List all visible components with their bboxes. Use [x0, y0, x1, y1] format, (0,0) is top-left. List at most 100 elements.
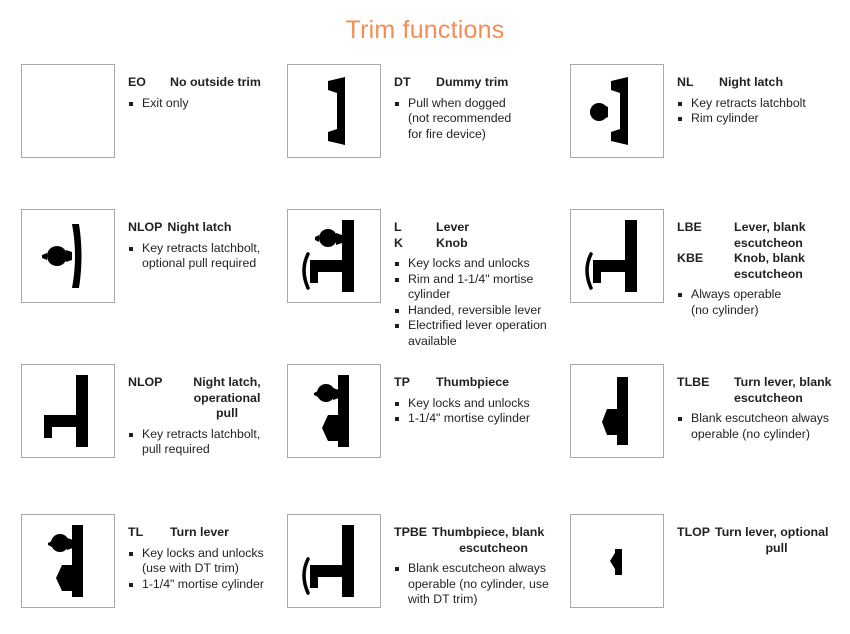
- trim-bullet-list: Key locks and unlocks 1-1/4" mortise cyl…: [394, 396, 566, 427]
- trim-item-headings: EO No outside trim: [128, 75, 283, 91]
- trim-name: No outside trim: [170, 75, 261, 89]
- trim-item-text: NLOP Night latch Key retracts latchbolt,…: [115, 209, 283, 272]
- trim-item-text: EO No outside trim Exit only: [115, 64, 283, 111]
- trim-name: Knob: [436, 235, 468, 250]
- trim-code: [394, 541, 451, 557]
- list-item: Always operable (no cylinder): [677, 287, 849, 318]
- trim-bullet-list: Blank escutcheon always operable (no cyl…: [394, 561, 566, 608]
- trim-name: operational pull: [193, 390, 261, 421]
- trim-item-dt: DT Dummy trim Pull when dogged (not reco…: [283, 64, 566, 158]
- list-item-line: Blank escutcheon always: [691, 411, 830, 425]
- trim-item-text: TLBE Turn lever, blank escutcheon Blank …: [664, 364, 849, 442]
- trim-code: TLBE: [677, 375, 710, 389]
- trim-code: DT: [394, 75, 411, 89]
- trim-name: escutcheon: [734, 390, 803, 405]
- list-item-line: Pull when dogged: [408, 95, 506, 110]
- trim-code: L: [394, 220, 402, 234]
- turn-lever-optional-pull-icon: [570, 514, 664, 608]
- trim-item-headings: TLOP Turn lever, optional pull: [677, 525, 849, 556]
- trim-item-headings: LBE Lever, blank escutcheon KBE Knob, bl…: [677, 220, 849, 282]
- list-item: Blank escutcheon always operable (no cyl…: [677, 411, 849, 442]
- trim-code-line: escutcheon: [677, 267, 849, 283]
- trim-code: NLOP: [128, 375, 163, 389]
- list-item-line: (use with DT trim): [142, 561, 239, 576]
- trim-item-tlbe: TLBE Turn lever, blank escutcheon Blank …: [566, 364, 849, 458]
- trim-row-1: EO No outside trim Exit only DT: [0, 64, 850, 209]
- trim-item-tl: TL Turn lever Key locks and unlocks (use…: [0, 514, 283, 608]
- trim-code-line: TLOP Turn lever, optional: [677, 525, 849, 541]
- trim-bullet-list: Key retracts latchbolt, pull required: [128, 427, 283, 458]
- trim-code: EO: [128, 75, 146, 89]
- trim-bullet-list: Key retracts latchbolt Rim cylinder: [677, 96, 849, 127]
- list-item: Key locks and unlocks (use with DT trim): [128, 546, 283, 577]
- list-item: Key retracts latchbolt, optional pull re…: [128, 241, 283, 272]
- trim-code-line: pull: [677, 541, 849, 557]
- trim-name: Night latch: [167, 220, 232, 234]
- trim-code-line: TLBE Turn lever, blank: [677, 375, 849, 391]
- trim-functions-grid: EO No outside trim Exit only DT: [0, 56, 850, 634]
- trim-code-line: L Lever: [394, 220, 566, 236]
- trim-item-tlop: TLOP Turn lever, optional pull: [566, 514, 849, 608]
- trim-item-text: NL Night latch Key retracts latchbolt Ri…: [664, 64, 849, 127]
- list-item: Pull when dogged (not recommended for fi…: [394, 96, 566, 143]
- list-item-line: optional pull required: [142, 256, 257, 271]
- trim-item-headings: TP Thumbpiece: [394, 375, 566, 391]
- trim-bullet-list: Pull when dogged (not recommended for fi…: [394, 96, 566, 143]
- trim-item-headings: NLOP Night latch: [128, 220, 283, 236]
- trim-code: [677, 391, 734, 407]
- trim-row-3: NLOP Night latch, operational pull Key r…: [0, 364, 850, 514]
- trim-item-headings: L Lever K Knob: [394, 220, 566, 251]
- list-item-line: (not recommended: [408, 111, 512, 126]
- list-item-line: operable (no cylinder): [691, 426, 810, 441]
- trim-code: KBE: [677, 251, 704, 265]
- trim-item-lever-knob: L Lever K Knob Key locks and unlocks Rim…: [283, 209, 566, 350]
- turn-lever-icon: [21, 514, 115, 608]
- trim-code: TLOP: [677, 525, 711, 539]
- trim-name: Lever, blank: [734, 220, 806, 234]
- list-item: Key locks and unlocks: [394, 396, 566, 412]
- list-item: 1-1/4" mortise cylinder: [128, 577, 283, 593]
- list-item: Key locks and unlocks: [394, 256, 566, 272]
- trim-code-line: NLOP Night latch: [128, 220, 283, 236]
- trim-code-line: DT Dummy trim: [394, 75, 566, 91]
- trim-bullet-list: Key locks and unlocks Rim and 1-1/4" mor…: [394, 256, 566, 350]
- trim-code: NL: [677, 75, 694, 89]
- trim-code: [677, 236, 734, 252]
- trim-code: TPBE: [394, 525, 428, 539]
- thumbpiece-blank-escutcheon-icon: [287, 514, 381, 608]
- turn-lever-blank-escutcheon-icon: [570, 364, 664, 458]
- night-latch-operational-pull-icon: [21, 364, 115, 458]
- list-item: Blank escutcheon always operable (no cyl…: [394, 561, 566, 608]
- trim-code-line: KBE Knob, blank: [677, 251, 849, 267]
- trim-code-line: operational pull: [128, 391, 283, 422]
- trim-item-lbe-kbe: LBE Lever, blank escutcheon KBE Knob, bl…: [566, 209, 849, 318]
- list-item-line: Blank escutcheon always: [408, 561, 547, 575]
- trim-name: pull: [765, 540, 788, 555]
- list-item: Key retracts latchbolt: [677, 96, 849, 112]
- trim-code: TL: [128, 525, 144, 539]
- trim-name: Turn lever: [170, 525, 229, 539]
- list-item-line: operable (no cylinder, use: [408, 576, 549, 591]
- list-item: Rim and 1-1/4" mortise cylinder: [394, 272, 566, 303]
- page-title: Trim functions: [345, 16, 505, 44]
- trim-item-eo: EO No outside trim Exit only: [0, 64, 283, 158]
- list-item-line: pull required: [142, 442, 210, 457]
- trim-item-nl: NL Night latch Key retracts latchbolt Ri…: [566, 64, 849, 158]
- trim-code-line: TP Thumbpiece: [394, 375, 566, 391]
- trim-bullet-list: Key retracts latchbolt, optional pull re…: [128, 241, 283, 272]
- trim-code: [677, 541, 734, 557]
- trim-row-2: NLOP Night latch Key retracts latchbolt,…: [0, 209, 850, 364]
- trim-code: LBE: [677, 220, 702, 234]
- trim-code: TP: [394, 375, 410, 389]
- trim-bullet-list: Always operable (no cylinder): [677, 287, 849, 318]
- list-item-line: Electrified lever operation: [408, 318, 547, 333]
- trim-name: Thumbpiece: [436, 375, 509, 389]
- trim-name: Night latch,: [193, 375, 261, 389]
- trim-code-line: EO No outside trim: [128, 75, 283, 91]
- thumbpiece-icon: [287, 364, 381, 458]
- trim-bullet-list: Blank escutcheon always operable (no cyl…: [677, 411, 849, 442]
- trim-bullet-list: Key locks and unlocks (use with DT trim)…: [128, 546, 283, 593]
- trim-item-text: L Lever K Knob Key locks and unlocks Rim…: [381, 209, 566, 350]
- night-latch-optional-pull-icon: [21, 209, 115, 303]
- lever-blank-escutcheon-icon: [570, 209, 664, 303]
